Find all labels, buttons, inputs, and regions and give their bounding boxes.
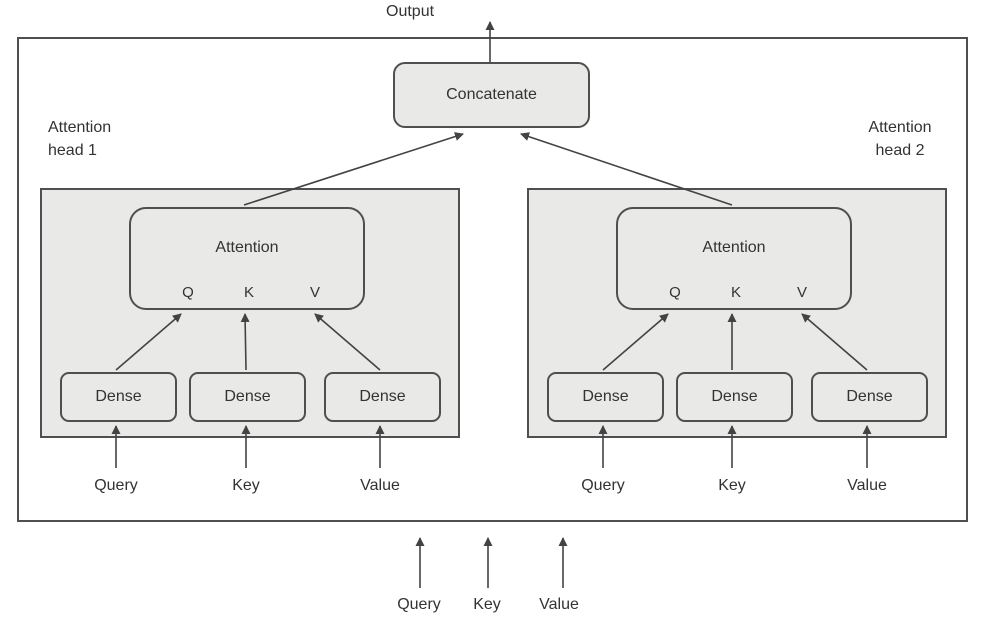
bottom-key-label: Key [473, 596, 501, 613]
value-input-label-head-2: Value [847, 477, 887, 494]
attention-head-2-label: Attention head 2 [858, 116, 942, 162]
dense-label: Dense [95, 388, 142, 405]
attention-head-2-label-line2: head 2 [875, 142, 925, 159]
dense-box-key-head-1: Dense [189, 372, 306, 422]
dense-box-key-head-2: Dense [676, 372, 793, 422]
port-k-label-head-2: K [730, 284, 742, 301]
dense-box-value-head-1: Dense [324, 372, 441, 422]
concatenate-box: Concatenate [393, 62, 590, 128]
dense-box-query-head-2: Dense [547, 372, 664, 422]
attention-head-1-label: Attention head 1 [48, 116, 111, 162]
dense-label: Dense [359, 388, 406, 405]
key-input-label-head-1: Key [232, 477, 260, 494]
output-label: Output [386, 3, 435, 20]
key-input-label-head-2: Key [718, 477, 746, 494]
query-input-label-head-2: Query [581, 477, 625, 494]
attention-head-2-panel: Attention Q K V Dense Dense Dense [527, 188, 947, 438]
value-input-label-head-1: Value [360, 477, 400, 494]
bottom-value-label: Value [539, 596, 579, 613]
attention-head-1-panel: Attention Q K V Dense Dense Dense [40, 188, 460, 438]
port-k-label-head-1: K [243, 284, 255, 301]
dense-label: Dense [711, 388, 758, 405]
attention-head-2-label-line1: Attention [868, 119, 932, 136]
port-v-label-head-2: V [796, 284, 808, 301]
dense-box-value-head-2: Dense [811, 372, 928, 422]
attention-box-head-2: Attention Q K V [616, 207, 852, 310]
bottom-query-label: Query [397, 596, 441, 613]
dense-label: Dense [582, 388, 629, 405]
dense-label: Dense [846, 388, 893, 405]
port-q-label-head-1: Q [182, 284, 194, 301]
query-input-label-head-1: Query [94, 477, 138, 494]
port-q-label-head-2: Q [669, 284, 681, 301]
dense-label: Dense [224, 388, 271, 405]
dense-box-query-head-1: Dense [60, 372, 177, 422]
attention-head-1-label-line1: Attention [48, 119, 112, 136]
attention-box-head-1: Attention Q K V [129, 207, 365, 310]
attention-label-head-1: Attention [215, 239, 279, 256]
port-v-label-head-1: V [309, 284, 321, 301]
concatenate-label: Concatenate [446, 86, 537, 103]
attention-head-1-label-line2: head 1 [48, 142, 97, 159]
attention-label-head-2: Attention [702, 239, 766, 256]
